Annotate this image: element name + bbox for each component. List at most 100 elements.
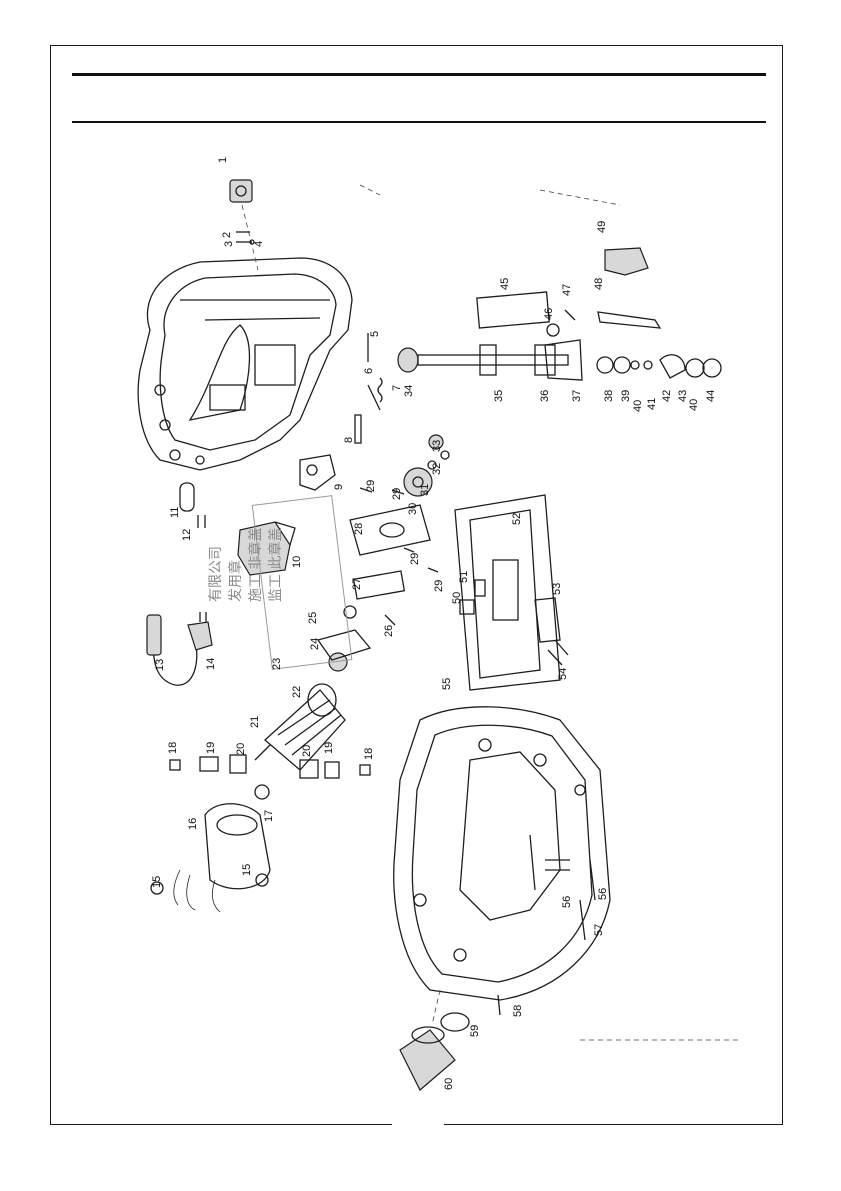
part-label: 20 (235, 743, 247, 755)
part-label: 9 (333, 484, 345, 490)
base-plate (455, 495, 560, 690)
part-label: 28 (353, 523, 365, 535)
part-label: 35 (493, 390, 505, 402)
part-label: 18 (167, 742, 179, 754)
part-labels: 1 2 3 4 5 6 7 8 9 10 11 12 13 14 15 15 1… (151, 157, 717, 1090)
part-label: 29 (391, 488, 403, 500)
part-label: 60 (443, 1078, 455, 1090)
switch-part (230, 180, 258, 270)
part-label: 52 (511, 513, 523, 525)
switch-box (238, 522, 295, 575)
screw-57 (580, 900, 585, 940)
part-label: 38 (603, 390, 615, 402)
footer-page-gap (392, 1118, 444, 1130)
pin-26 (385, 615, 395, 625)
part-label: 50 (451, 592, 463, 604)
sleeve-60 (400, 990, 455, 1090)
part-label: 30 (407, 503, 419, 515)
small-screws (236, 232, 254, 244)
part-label: 34 (403, 385, 415, 397)
part-label: 20 (301, 745, 313, 757)
part-label: 54 (557, 668, 569, 680)
part-label: 12 (181, 529, 193, 541)
gear-housing-shell (138, 258, 352, 470)
power-cable (147, 612, 212, 685)
registration-stamp: 有限公司 发用章 施工 非章盖 监工 此章盖 (208, 496, 352, 670)
stamp-line-3: 施工 非章盖 (247, 528, 264, 602)
part-label: 2 (221, 232, 233, 238)
part-label: 7 (391, 385, 403, 391)
part-label: 45 (499, 278, 511, 290)
part-label: 10 (291, 556, 303, 568)
part-label: 14 (205, 658, 217, 670)
part-label: 40 (688, 399, 700, 411)
part-label: 48 (593, 278, 605, 290)
part-label: 29 (433, 580, 445, 592)
part-label: 55 (441, 678, 453, 690)
o-ring-59 (441, 1013, 469, 1031)
part-label: 46 (543, 308, 555, 320)
part-label: 8 (343, 437, 355, 443)
part-label: 18 (363, 748, 375, 760)
part-label: 26 (383, 625, 395, 637)
part-label: 24 (309, 638, 321, 650)
part-label: 16 (187, 818, 199, 830)
part-label: 6 (363, 368, 375, 374)
part-label: 13 (154, 659, 166, 671)
part-label: 21 (249, 716, 261, 728)
motor-housing-shell (394, 707, 610, 1000)
screw-58 (498, 995, 500, 1015)
plunger-assembly (398, 340, 582, 380)
pins-and-spring (355, 333, 382, 443)
clip-15b (256, 874, 268, 886)
part-label: 37 (571, 390, 583, 402)
screw-56a (530, 835, 535, 890)
part-label: 33 (431, 440, 443, 452)
part-label: 57 (593, 924, 605, 936)
part-label: 36 (539, 390, 551, 402)
small-bearing (255, 785, 269, 799)
stamp-line-2: 发用章 (227, 560, 244, 602)
part-label: 32 (431, 463, 443, 475)
part-label: 19 (323, 742, 335, 754)
part-label: 27 (351, 578, 363, 590)
part-label: 17 (263, 810, 275, 822)
guide-45 (477, 292, 549, 328)
part-label: 42 (661, 390, 673, 402)
part-label: 19 (205, 742, 217, 754)
part-label: 59 (469, 1025, 481, 1037)
part-label: 56 (561, 896, 573, 908)
lever-48 (598, 312, 660, 328)
part-label: 43 (677, 390, 689, 402)
part-label: 56 (597, 888, 609, 900)
knob-49 (605, 248, 648, 275)
part-label: 22 (291, 686, 303, 698)
part-label: 1 (217, 157, 229, 163)
clip-part (180, 483, 194, 511)
part-label: 23 (271, 658, 283, 670)
stamp-line-1: 有限公司 (208, 546, 224, 602)
part-label: 41 (646, 398, 658, 410)
part-label: 51 (458, 571, 470, 583)
part-label: 25 (307, 612, 319, 624)
part-label: 5 (369, 331, 381, 337)
part-label: 58 (512, 1005, 524, 1017)
bracket-part (300, 455, 335, 490)
part-label: 44 (705, 390, 717, 402)
part-label: 29 (365, 480, 377, 492)
part-label: 15 (241, 864, 253, 876)
part-label: 29 (409, 553, 421, 565)
brush-holders (170, 755, 370, 778)
part-label: 15 (151, 876, 163, 888)
part-label: 47 (561, 284, 573, 296)
part-label: 3 (223, 241, 235, 247)
part-label: 40 (632, 400, 644, 412)
part-label: 4 (253, 241, 265, 247)
part-label: 11 (169, 507, 181, 518)
stamp-line-4: 监工 此章盖 (267, 528, 284, 602)
part-label: 53 (551, 583, 563, 595)
part-label: 31 (419, 484, 431, 496)
part-label: 49 (596, 221, 608, 233)
part-label: 39 (620, 390, 632, 402)
